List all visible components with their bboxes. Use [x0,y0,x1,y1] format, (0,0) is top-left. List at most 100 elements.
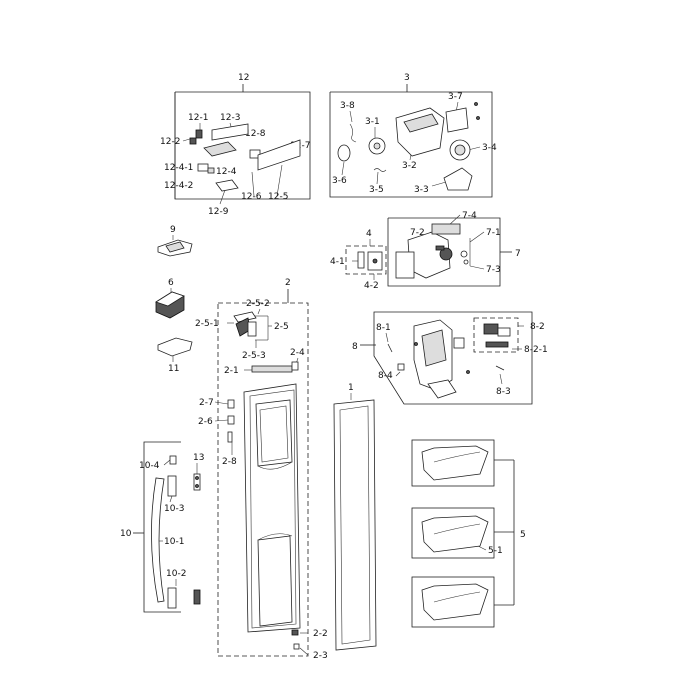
callout-8-2: 8-2 [530,322,545,332]
switch-4-1 [357,251,365,269]
module-8-2 [483,323,499,335]
tray-3-3 [443,167,473,191]
group-2-box [217,302,309,657]
group-10: 10 10-4 10-3 10-1 10-2 [120,441,201,613]
part-8-2-1 [485,341,509,348]
wire-3-5 [373,168,387,172]
callout-6: 6 [168,278,174,288]
callout-12-9: 12-9 [208,207,229,217]
callout-2-3: 2-3 [313,651,328,661]
door-lower-panel [257,535,293,627]
switch-8 [453,337,465,349]
screw-8-3 [495,365,505,371]
callout-3: 3 [404,73,410,83]
callout-2-4: 2-4 [290,348,305,358]
callout-2-7: 2-7 [199,398,214,408]
part-10-4 [169,455,177,465]
callout-11: 11 [168,364,179,374]
group-1: 1 [333,383,377,651]
callout-7-2: 7-2 [410,228,425,238]
callout-3-3: 3-3 [414,185,429,195]
screw-12-1 [195,129,203,139]
callout-2-2: 2-2 [313,629,328,639]
group-4-box [345,245,387,275]
cap-3-6 [337,144,351,162]
door-bin-1 [421,445,489,481]
cover-12-9 [215,179,239,192]
callout-12-4: 12-4 [216,167,237,177]
callout-7-4: 7-4 [462,211,477,221]
callout-3-1: 3-1 [365,117,380,127]
door-bin-box-2 [411,507,495,559]
bracket-12-3b [203,141,237,157]
part-2-1 [251,365,293,373]
callout-2-8: 2-8 [222,457,237,467]
clip-12-2 [189,137,197,145]
door-bin-2 [421,515,489,553]
callout-12-1: 12-1 [188,113,208,123]
callout-12: 12 [238,73,249,83]
callout-10-1: 10-1 [164,537,184,547]
callout-8-3: 8-3 [496,387,511,397]
housing-cover-12-3 [211,123,249,141]
callout-3-4: 3-4 [482,143,497,153]
callout-12-8: 12-8 [245,129,266,139]
connector-12-4 [207,167,215,174]
callout-7: 7 [515,249,521,259]
cap-10-3 [167,475,177,497]
callout-7-3: 7-3 [486,265,501,275]
callout-3-5: 3-5 [369,185,384,195]
part-8-4 [397,363,405,371]
callout-10: 10 [120,529,132,539]
callout-3-2: 3-2 [402,161,417,171]
group-13: 13 [193,453,204,491]
door-gasket-1 [333,399,377,651]
callout-12-3: 12-3 [220,113,240,123]
callout-10-2: 10-2 [166,569,186,579]
callout-2-5-3: 2-5-3 [242,351,266,361]
callout-3-8: 3-8 [340,101,355,111]
group-2: 2 2-5-2 2-5-1 2-5 2-5-3 2-4 2-1 2-7 2-6 … [195,278,328,661]
callout-2: 2 [285,278,291,288]
group-5: 5 5-1 [411,439,526,628]
handle-10-1 [151,477,165,603]
group-3: 3 3-8 3-7 3-1 3-4 3-2 3-6 3-5 3-3 [329,73,497,198]
callout-2-1: 2-1 [224,366,239,376]
door-bin-box-3 [411,576,495,628]
callout-9: 9 [170,225,176,235]
part-2-3 [293,643,300,650]
group-8: 8 8-1 8-2 8-2-1 8-4 8-3 [352,311,548,405]
harness-3-8 [349,123,357,143]
callout-8: 8 [352,342,358,352]
callout-10-3: 10-3 [164,504,184,514]
part-2-5-2 [233,311,257,323]
callout-12-4-2: 12-4-2 [164,181,193,191]
callout-5-1: 5-1 [488,546,503,556]
part-2-7 [227,399,235,409]
callout-4: 4 [366,229,372,239]
door-bin-box-1 [411,439,495,487]
callout-8-2-1: 8-2-1 [524,345,548,355]
callout-4-2: 4-2 [364,281,379,291]
part-2-5-3 [247,321,257,337]
motor-7-1 [439,247,453,261]
callout-4-1: 4-1 [330,257,345,267]
callout-2-5-1: 2-5-1 [195,319,219,329]
group-4: 4 4-1 4-2 [330,229,387,291]
bracket-3-7 [445,107,469,133]
group-8-2-box [473,317,519,353]
callout-8-4: 8-4 [378,371,393,381]
part-13 [193,473,201,491]
group-12: 12 12-1 12-3 12-2 12-8 12-7 12-4-1 12-4 … [160,73,310,217]
callout-7-1: 7-1 [486,228,501,238]
panel-12-7 [257,139,301,171]
door-bin-3 [421,583,489,621]
callout-2-6: 2-6 [198,417,213,427]
callout-3-7: 3-7 [448,92,463,102]
screw-8-1 [387,343,393,353]
group-8-box [373,311,533,405]
chute-8 [427,379,457,399]
callout-3-6: 3-6 [332,176,347,186]
